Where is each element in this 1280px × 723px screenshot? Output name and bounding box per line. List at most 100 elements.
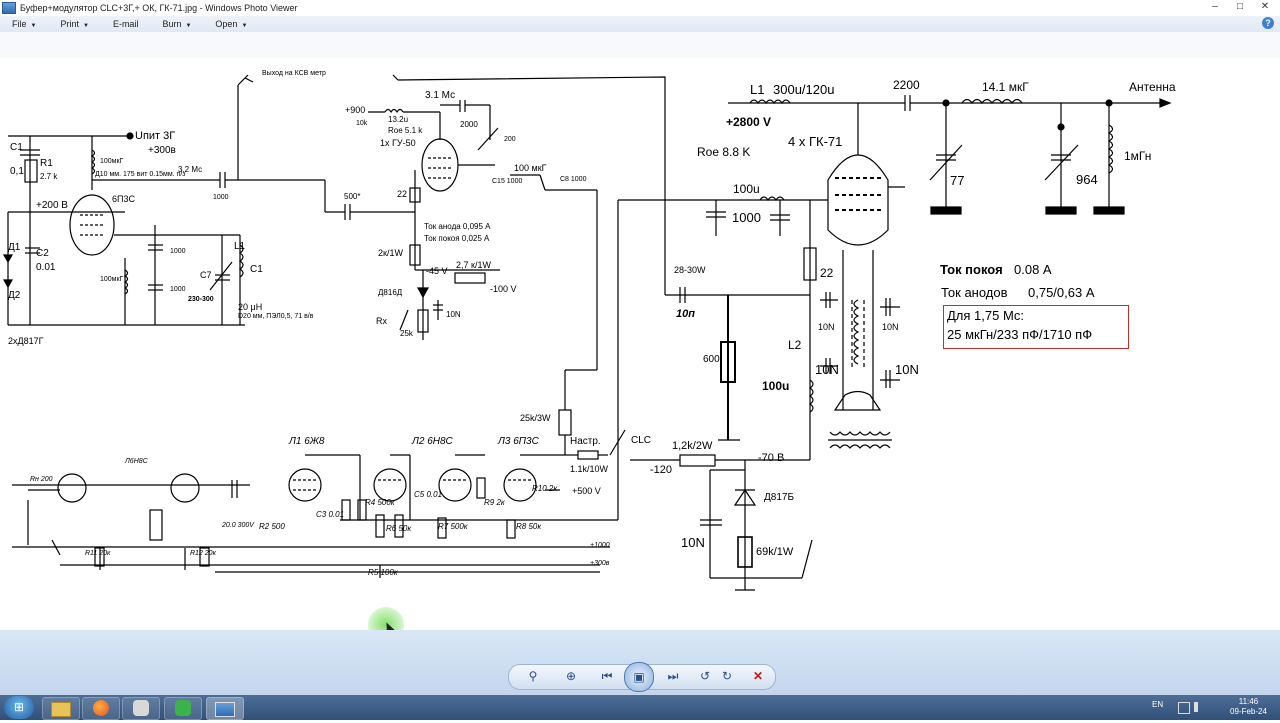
menu-print-label: Print <box>60 19 79 29</box>
label-cap-77: 77 <box>950 173 965 188</box>
label-cap-10n-a: 10N <box>818 322 835 332</box>
language-indicator[interactable]: EN <box>1152 700 1164 709</box>
label-d817b: Д817Б <box>764 492 795 503</box>
app-green-icon[interactable] <box>164 697 202 720</box>
label-r2: R2 500 <box>259 522 285 531</box>
label-l1-right: L1 <box>750 82 765 97</box>
chevron-down-icon: ▼ <box>82 23 89 29</box>
maximize-button[interactable]: □ <box>1236 1 1244 12</box>
label-l2-value: 100u <box>762 379 790 393</box>
label-swr-output: Выход на КСВ метр <box>262 70 326 77</box>
app-pen-icon[interactable] <box>122 697 160 720</box>
help-icon[interactable]: ? <box>1262 17 1274 29</box>
clock-time: 11:46 <box>1238 697 1259 706</box>
zoom-icon[interactable]: ⚲ <box>528 669 538 683</box>
label-cap-10n-mid: 10N <box>446 310 461 319</box>
menu-email-label: E-mail <box>112 19 139 29</box>
schematic-drawing <box>2 74 1172 591</box>
label-2800v: +2800 V <box>726 115 772 129</box>
label-300v: +300в <box>148 145 176 156</box>
label-r10: R10 2к <box>532 484 558 493</box>
label-l-1mh: 1мГн <box>1124 149 1152 163</box>
previous-icon[interactable]: ⏮ <box>601 669 613 683</box>
label-plus300: +300в <box>590 560 610 567</box>
label-l-100u-grid: 100u <box>733 182 760 196</box>
label-l-14-1uh: 14.1 мкГ <box>982 80 1029 94</box>
label-res-600: 600 <box>703 354 720 365</box>
label-c3: C3 0.01 <box>316 510 345 519</box>
rotate-clockwise-icon[interactable]: ↻ <box>721 669 733 683</box>
label-c20: 20.0 300V <box>222 522 254 529</box>
label-idle-current: Ток покоя 0,025 А <box>424 234 490 243</box>
next-icon[interactable]: ⏭ <box>667 669 679 683</box>
volume-icon[interactable] <box>1194 702 1208 712</box>
label-r11: R11 20к <box>85 550 111 557</box>
image-canvas: Uпит 3Г +300в C1 0,1 R1 2.7 k +200 В Д1 … <box>0 58 1280 643</box>
label-res-1-2k: 1,2k/2W <box>672 440 713 452</box>
label-cap-1000-grid: 1000 <box>732 210 761 225</box>
tray-icon[interactable] <box>1178 702 1190 714</box>
slideshow-icon[interactable]: ▣ <box>624 662 654 692</box>
label-r7: R7 500к <box>438 522 468 531</box>
label-500v: +500 V <box>572 486 601 496</box>
label-d817g: 2хД817Г <box>8 336 44 346</box>
label-res-22-grid: 22 <box>820 266 834 280</box>
label-cap-964: 964 <box>1076 172 1098 187</box>
label-c8: C8 1000 <box>560 176 587 183</box>
chevron-down-icon: ▼ <box>185 23 192 29</box>
label-d1: Д1 <box>8 242 21 253</box>
clock[interactable]: 11:46 09-Feb-24 <box>1230 697 1267 717</box>
rotate-counterclockwise-icon[interactable]: ↺ <box>699 669 711 683</box>
label-cap-10n-d: 10N <box>895 362 919 377</box>
label-d816d: Д816Д <box>378 288 403 297</box>
label-gu50: 1х ГУ-50 <box>380 138 416 148</box>
label-res-25k-3w: 25k/3W <box>520 413 551 423</box>
firefox-icon[interactable] <box>82 697 120 720</box>
label-supply-3g: Uпит 3Г <box>135 130 176 142</box>
label-res-22: 22 <box>397 189 408 199</box>
label-tube-l2: Л2 6Н8С <box>412 436 453 447</box>
label-cap-10p: 10п <box>676 308 695 320</box>
delete-icon[interactable]: ✕ <box>752 669 764 683</box>
label-plus1000: +1000 <box>590 542 610 549</box>
label-r1-value: 2.7 k <box>40 172 58 181</box>
label-c7-value: 230-300 <box>188 296 214 303</box>
viewer-top-margin <box>0 32 1280 58</box>
label-l1-value: 300u/120u <box>773 82 835 97</box>
label-tube-l1: Л1 6Ж8 <box>289 436 325 447</box>
label-res-1-1k: 1.1k/10W <box>570 464 609 474</box>
label-cap-1000c: 1000 <box>170 286 186 293</box>
photo-viewer-taskbar-icon[interactable] <box>206 697 244 720</box>
label-freq-31: 3.1 Мс <box>425 90 456 101</box>
label-res-25k: 25k <box>400 329 413 338</box>
menu-print[interactable]: Print▼ <box>60 19 88 29</box>
label-d2: Д2 <box>8 290 21 301</box>
label-roe-5-1k: Roe 5.1 k <box>388 126 423 135</box>
chevron-down-icon: ▼ <box>241 23 248 29</box>
info-box-title: Для 1,75 Мс: <box>947 308 1025 323</box>
label-r1: R1 <box>40 158 53 169</box>
label-cap-1000b: 1000 <box>170 248 186 255</box>
minimize-button[interactable]: – <box>1212 1 1218 12</box>
label-tube-6n8s: Л6Н8С <box>125 458 148 465</box>
label-idle-current-title: Ток покоя <box>940 262 1003 277</box>
label-choke-100uh-mid: 100 мкГ <box>514 163 547 173</box>
label-minus45v: -45 V <box>426 266 448 276</box>
file-explorer-icon[interactable] <box>42 697 80 720</box>
info-box-1-75mc: Для 1,75 Мс: 25 мкГн/233 пФ/1710 пФ <box>943 305 1129 349</box>
label-freq-32: 3.2 Мс <box>178 165 203 174</box>
menu-email[interactable]: E-mail <box>113 19 139 29</box>
menu-open[interactable]: Open▼ <box>215 19 247 29</box>
menu-burn-label: Burn <box>162 19 182 29</box>
menu-burn[interactable]: Burn▼ <box>162 19 191 29</box>
label-minus70v: -70 В <box>758 452 785 464</box>
label-anode-current-title: Ток анодов <box>941 285 1008 300</box>
label-r4: R4 500к <box>365 498 395 507</box>
close-button[interactable]: ✕ <box>1260 1 1270 12</box>
start-button[interactable]: ⊞ <box>4 696 34 719</box>
label-minus120v: -120 <box>650 464 673 476</box>
actual-size-icon[interactable]: ⊕ <box>565 669 577 683</box>
menu-file[interactable]: File▼ <box>12 19 36 29</box>
label-tune: Настр. <box>570 436 601 447</box>
label-rn: Rн 200 <box>30 476 53 483</box>
